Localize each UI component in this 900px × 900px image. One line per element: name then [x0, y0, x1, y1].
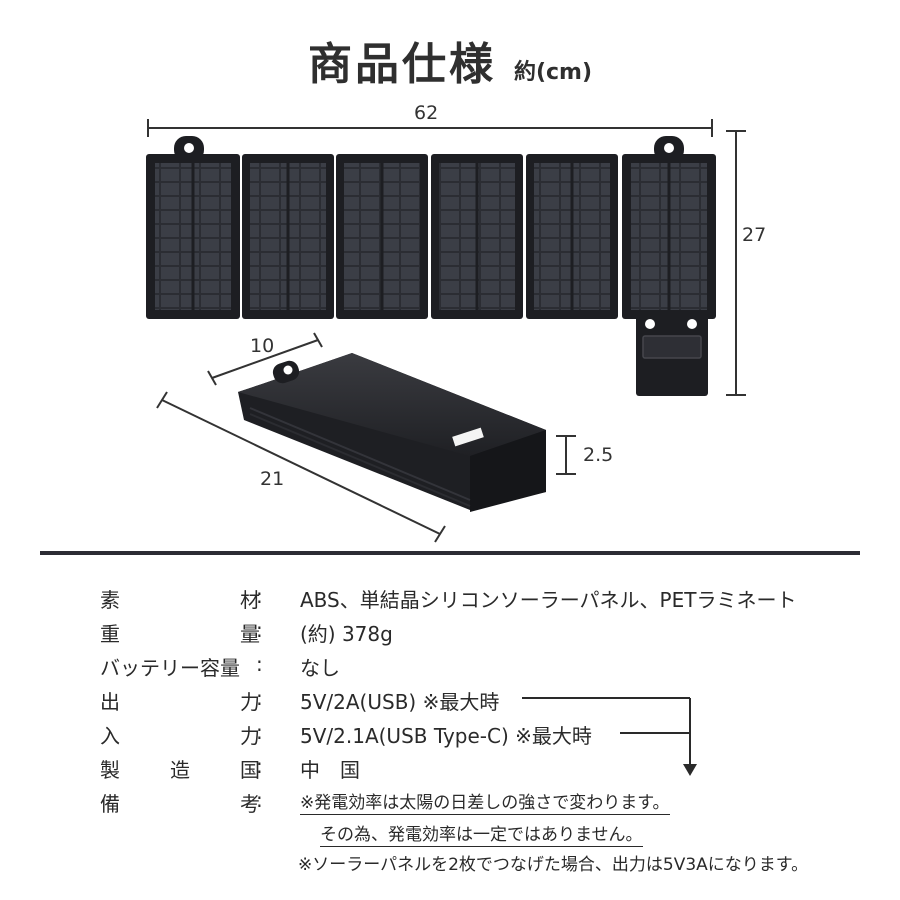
- solar-panel-array: [146, 154, 716, 319]
- product-illustration: [146, 119, 746, 543]
- unit-label: 約(cm): [513, 60, 593, 85]
- thickness-dimension-line: [556, 435, 576, 475]
- panel-width-label: 62: [414, 102, 439, 124]
- height-dimension-line: [726, 130, 746, 396]
- spec-label: 出力: [100, 690, 260, 714]
- section-divider: [40, 551, 860, 555]
- note-line-3: ※ソーラーパネルを2枚でつなげた場合、出力は5V3Aになります。: [298, 855, 809, 875]
- folded-length-dimension-line: [156, 391, 446, 543]
- page-title: 商品仕様: [307, 39, 496, 90]
- spec-value: (約) 378g: [300, 622, 393, 646]
- width-dimension-line: [147, 119, 713, 137]
- spec-value: なし: [300, 656, 340, 680]
- usb-pocket: [636, 312, 708, 396]
- folded-length-label: 21: [260, 468, 285, 490]
- title-block: 商品仕様約(cm): [0, 28, 900, 92]
- spec-label: 素材: [100, 588, 260, 612]
- folded-unit: [238, 353, 546, 512]
- folded-thickness-label: 2.5: [583, 444, 614, 466]
- spec-value: ※発電効率は太陽の日差しの強さで変わります。: [300, 788, 670, 815]
- note-line-2: その為、発電効率は一定ではありません。: [320, 825, 643, 847]
- spec-label: 重量: [100, 622, 260, 646]
- folded-width-label: 10: [250, 335, 275, 357]
- spec-value: 中 国: [300, 758, 360, 782]
- spec-label: バッテリー容量: [100, 656, 240, 680]
- spec-label: 入力: [100, 724, 260, 748]
- spec-label: 製造国: [100, 758, 260, 782]
- folded-width-dimension-line: [207, 332, 323, 386]
- spec-value: 5V/2.1A(USB Type-C) ※最大時: [300, 724, 592, 748]
- spec-label: 備考: [100, 792, 260, 816]
- panel-height-label: 27: [742, 224, 767, 246]
- spec-value: ABS、単結晶シリコンソーラーパネル、PETラミネート: [300, 588, 797, 612]
- spec-value: 5V/2A(USB) ※最大時: [300, 690, 500, 714]
